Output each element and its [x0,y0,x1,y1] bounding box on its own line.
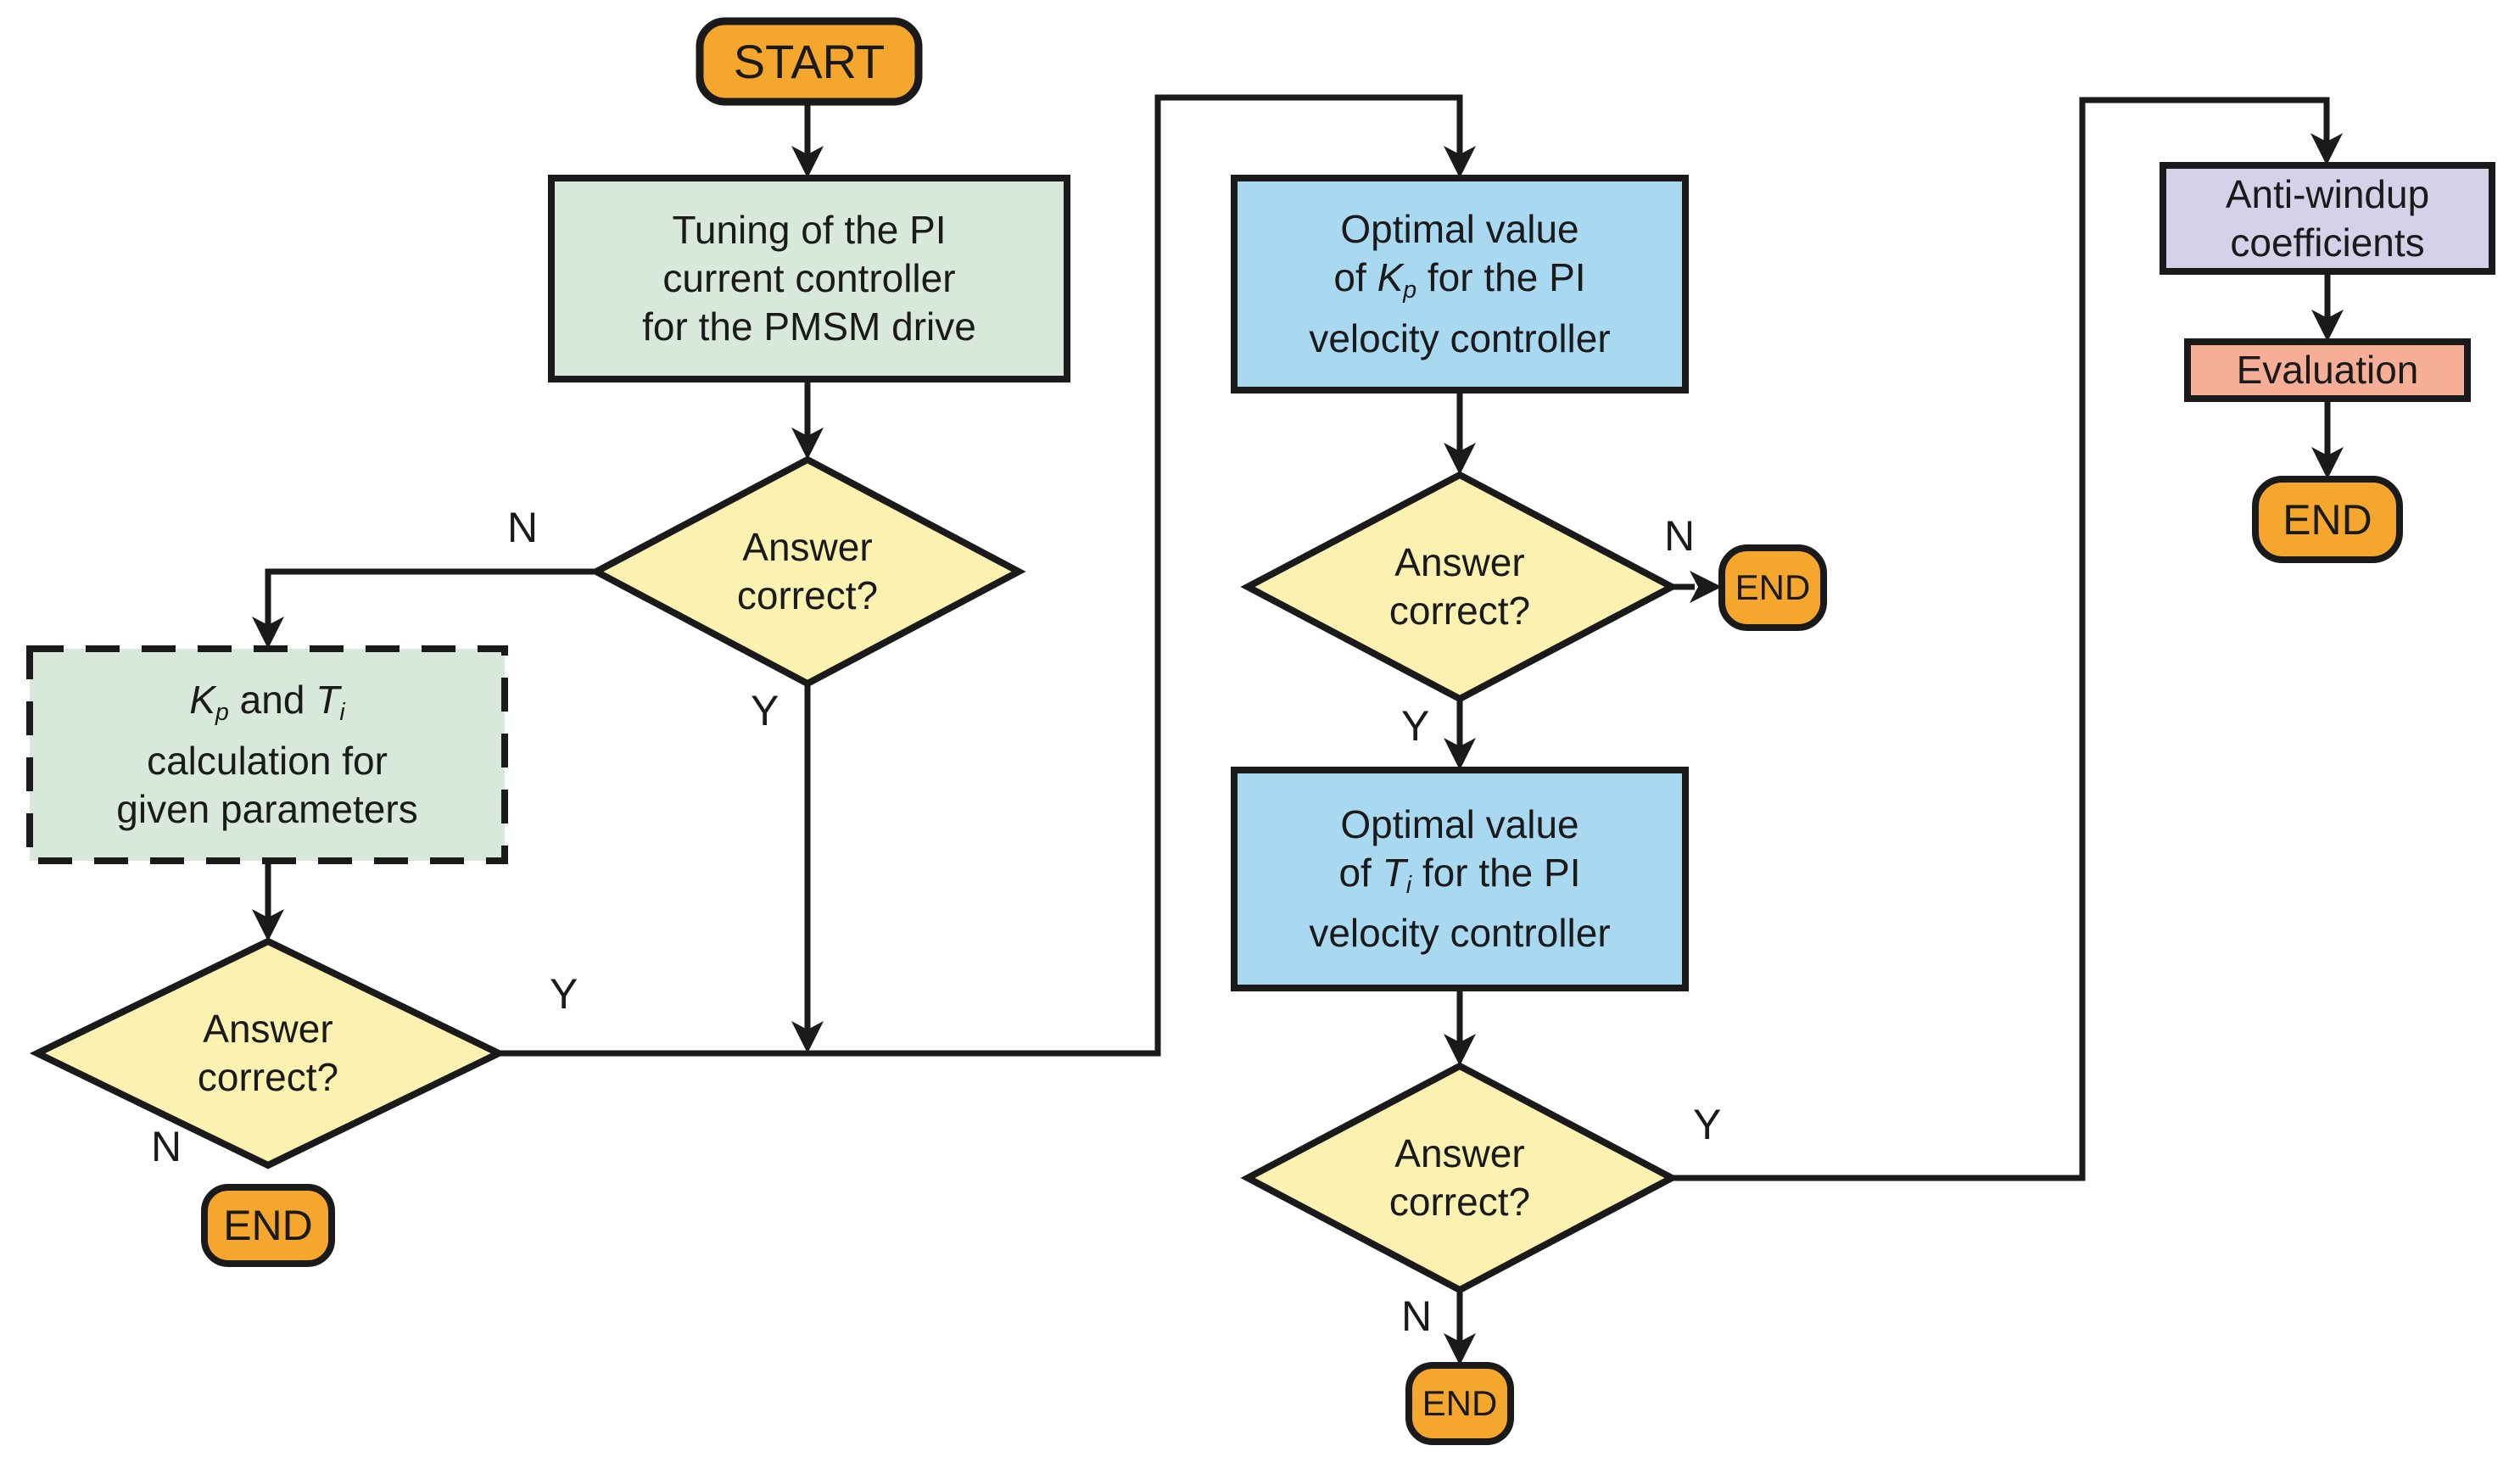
decision1-diamond-shape [589,455,1026,688]
antiwindup-process-shape [2160,162,2495,275]
start-terminator-shape [696,17,923,106]
decision3-diamond-shape [1240,1062,1679,1294]
arrowhead-into-optimal-kp [1444,146,1476,178]
end-left-terminator-shape [201,1184,335,1267]
tuning-process-shape [548,175,1070,382]
evaluation-process-shape [2184,338,2471,402]
arrowhead-into-antiwindup [2310,133,2343,165]
arrowhead-into-calc [252,617,284,649]
arrowhead-into-decision1 [791,427,824,460]
kp-ti-calc-dashed-shape [26,645,508,864]
optimal-kp-process-shape [1231,175,1689,394]
end-right-terminator-shape [2252,476,2403,563]
arrowheads [252,133,2344,1365]
arrowhead-into-decision2 [1444,443,1476,475]
arrowhead-into-decision-left [252,909,284,941]
node-shapes [26,17,2495,1445]
end-bottom-terminator-shape [1405,1362,1514,1445]
arrowhead-decision1-yes-join [791,1021,824,1053]
arrowhead-into-end-bottom [1444,1333,1476,1365]
arrowhead-into-tuning [791,146,824,178]
arrowhead-into-evaluation [2311,310,2344,342]
edge-decision1-no [265,568,596,628]
edges [265,94,2331,1345]
edge-decision3-yes [1672,97,2330,1181]
decision2-diamond-shape [1240,471,1679,703]
edge-decision-left-yes [499,94,1463,1057]
end-mid-terminator-shape [1718,544,1827,631]
optimal-ti-process-shape [1231,767,1689,991]
arrowhead-into-end-right [2311,447,2344,479]
arrowhead-into-decision3 [1444,1034,1476,1066]
arrowhead-into-end-mid [1690,571,1722,603]
decision-left-diamond-shape [29,937,507,1169]
arrowhead-into-optimal-ti [1444,738,1476,770]
